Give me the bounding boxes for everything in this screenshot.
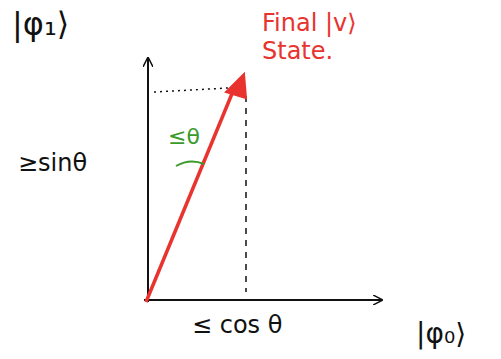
arrow-head <box>226 74 246 98</box>
axis-label: |φ₀⟩ <box>416 318 466 350</box>
component-label: ≥sinθ <box>18 150 87 178</box>
projection-line <box>154 88 228 92</box>
state-vector <box>146 84 236 302</box>
y-axis <box>147 58 149 302</box>
projection-line <box>245 96 247 292</box>
angle-label: ≤θ <box>168 124 200 149</box>
angle-arc <box>176 161 204 166</box>
vector-label: Final |v⟩ State. <box>262 10 402 65</box>
axis-label: |φ₁⟩ <box>12 6 69 43</box>
component-label: ≤ cos θ <box>192 312 282 340</box>
x-axis <box>144 299 382 301</box>
